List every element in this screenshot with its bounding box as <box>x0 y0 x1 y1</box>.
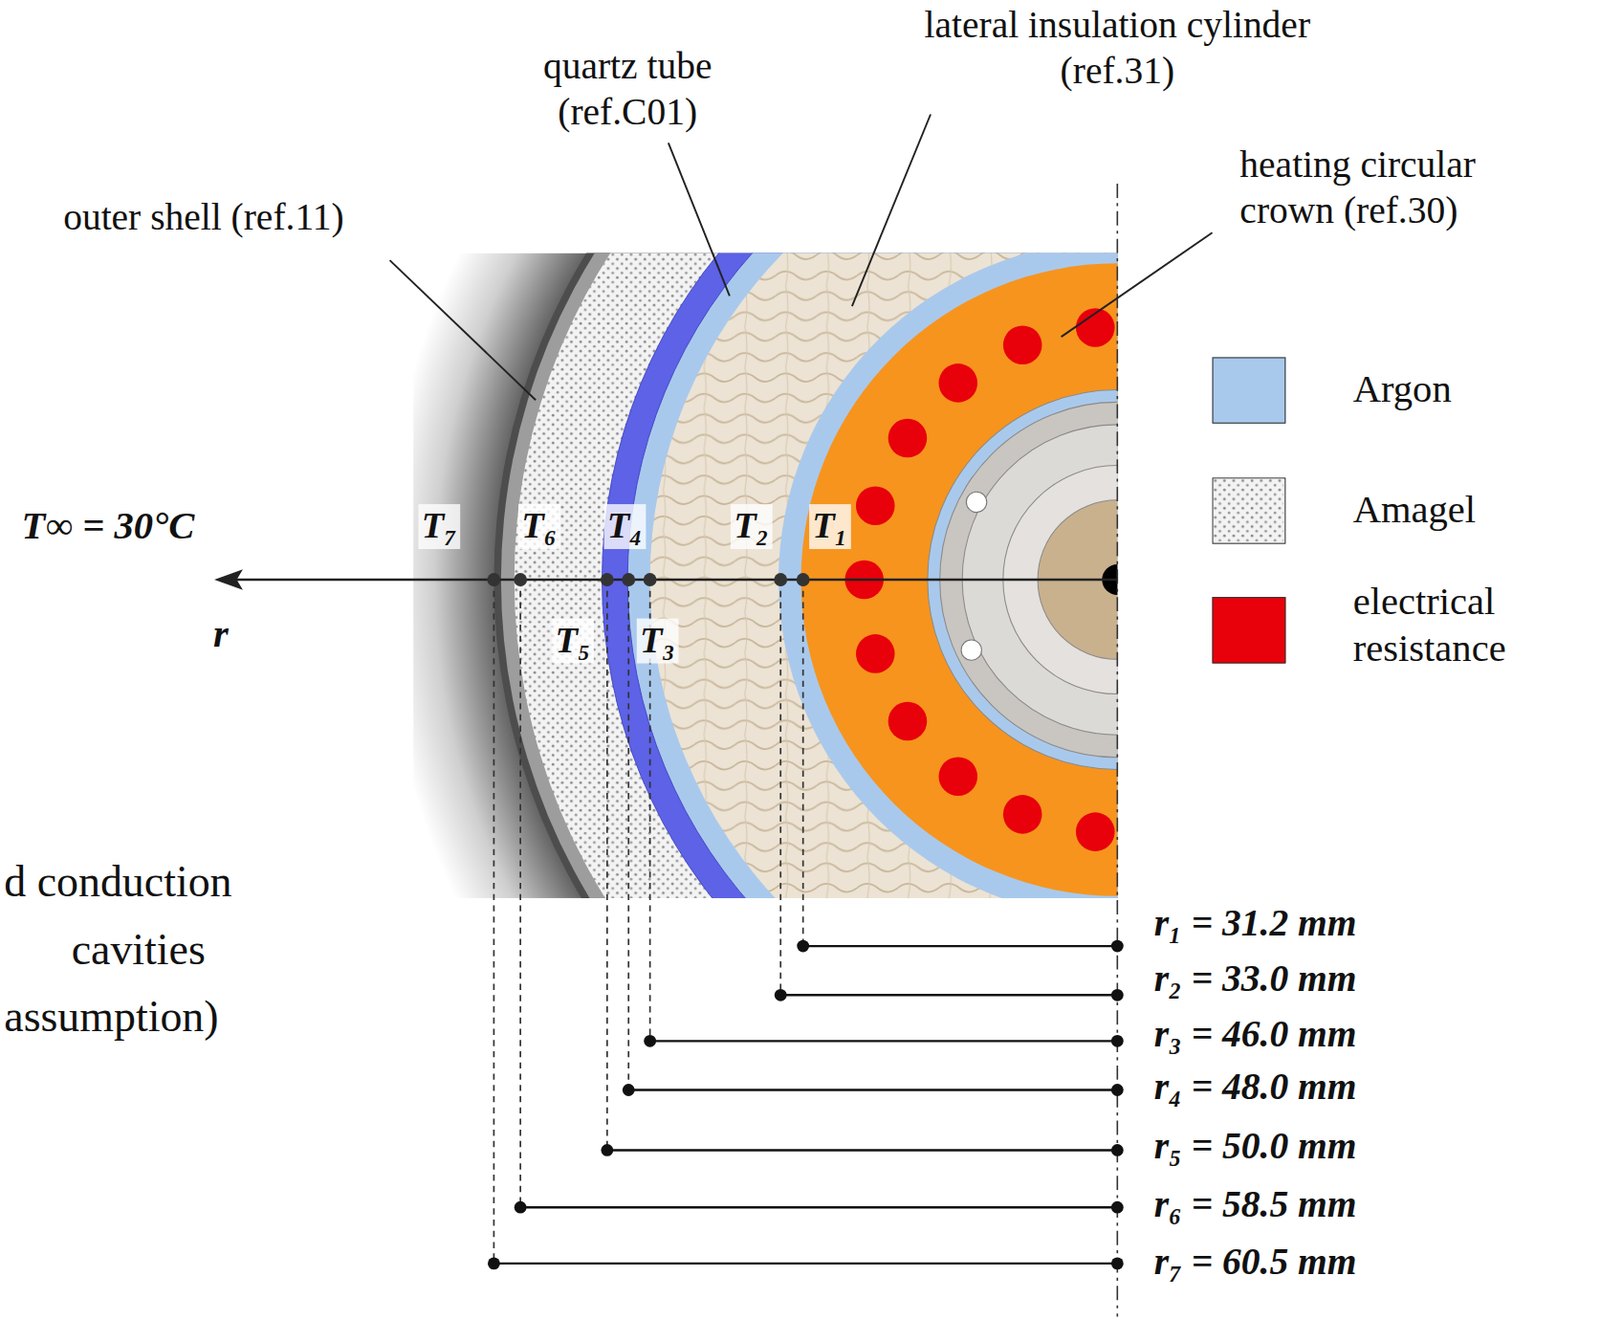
temperature-point: T₆ <box>518 504 560 549</box>
resistance-wire <box>855 485 896 526</box>
measure-point <box>621 572 636 587</box>
axis-arrow <box>214 569 243 590</box>
leader-line <box>668 142 730 296</box>
note-text: d conduction <box>3 854 232 909</box>
legend-swatch <box>1212 596 1287 663</box>
measure-point <box>643 572 658 587</box>
leader-line <box>390 260 537 400</box>
outer-shell <box>493 253 1118 899</box>
legend-swatch <box>1212 356 1287 423</box>
ambient-temperature: T∞ = 30°C <box>18 502 198 549</box>
temperature-point: T₇ <box>417 504 460 549</box>
section-quarter <box>413 253 1118 899</box>
quartz-tube <box>602 253 1118 899</box>
leader-line <box>852 113 931 307</box>
resistance-wire <box>1075 811 1116 852</box>
radial-axis <box>226 578 1118 582</box>
dimension-dot <box>643 1034 657 1048</box>
dimension-dot <box>600 1143 614 1157</box>
part-callout: quartz tube (ref.C01) <box>494 43 760 135</box>
dimension-line <box>803 944 1118 947</box>
dimension-dot <box>1111 940 1124 953</box>
dimension-dot <box>1111 1034 1124 1048</box>
temperature-point: T₂ <box>730 504 772 549</box>
legend-text: Argon <box>1353 365 1452 413</box>
legend-text: electrical resistance <box>1353 577 1588 673</box>
temperature-point: T₄ <box>604 504 646 549</box>
temperature-point: T₅ <box>551 618 593 664</box>
dimension-dot <box>1111 988 1124 1002</box>
dimension-line <box>520 1205 1118 1208</box>
dimension-extension <box>627 579 630 1090</box>
argon-gap <box>778 253 1118 899</box>
dimension-dot <box>1111 1083 1124 1096</box>
measure-point <box>486 572 501 587</box>
dimension-extension <box>802 579 805 946</box>
part-callout: lateral insulation cylinder (ref.31) <box>913 1 1322 94</box>
dimension-dot <box>1111 1256 1124 1270</box>
dimension-dot <box>1111 1143 1124 1157</box>
dimension-dot <box>1111 1201 1124 1214</box>
part-callout: heating circular crown (ref.30) <box>1239 140 1577 233</box>
dimension-dot <box>487 1256 501 1270</box>
insulation-cylinder <box>650 253 1118 899</box>
measure-point <box>796 572 811 587</box>
dimension-line <box>780 993 1118 996</box>
thermocouple-hole <box>965 491 987 512</box>
dimension-dot <box>774 988 788 1002</box>
radius-dimension: r₅ = 50.0 mm <box>1151 1122 1360 1169</box>
dimension-dot <box>514 1201 527 1214</box>
resistance-wire <box>888 418 928 459</box>
note-text: assumption) <box>3 989 219 1044</box>
axis-label: r <box>210 610 232 658</box>
argon-gap <box>627 253 1118 899</box>
dimension-dot <box>622 1083 636 1096</box>
radius-dimension: r₄ = 48.0 mm <box>1151 1063 1360 1110</box>
legend-swatch <box>1212 477 1287 544</box>
measure-point <box>600 572 614 587</box>
dimension-line <box>493 1262 1118 1265</box>
amagel-layer <box>514 253 1118 899</box>
dimension-extension <box>779 579 782 995</box>
part-callout: outer shell (ref.11) <box>63 194 344 241</box>
dimension-extension <box>519 579 522 1207</box>
resistance-wire <box>1003 794 1043 834</box>
dimension-line <box>628 1088 1118 1091</box>
note-text: cavities <box>71 923 206 978</box>
amagel-sample <box>1213 478 1285 542</box>
dimension-dot <box>796 940 810 953</box>
dimension-extension <box>493 579 496 1264</box>
temperature-point: T₃ <box>636 618 679 664</box>
radius-dimension: r₇ = 60.5 mm <box>1151 1237 1360 1284</box>
radius-dimension: r₂ = 33.0 mm <box>1151 955 1360 1002</box>
radius-dimension: r₁ = 31.2 mm <box>1151 899 1360 946</box>
resistance-wire <box>1003 325 1043 365</box>
dimension-extension <box>606 579 609 1150</box>
thermocouple-hole <box>961 639 982 660</box>
legend-text: Amagel <box>1353 485 1476 533</box>
radius-dimension: r₆ = 58.5 mm <box>1151 1180 1360 1227</box>
leader-line <box>1061 232 1213 337</box>
resistance-wire <box>939 363 979 403</box>
resistance-wire <box>939 756 979 796</box>
radius-dimension: r₃ = 46.0 mm <box>1151 1009 1360 1056</box>
resistance-wire <box>888 701 928 742</box>
dimension-line <box>650 1039 1118 1042</box>
temperature-point: T₁ <box>809 504 851 549</box>
measure-point <box>513 572 527 587</box>
outer-shell <box>501 253 1118 899</box>
measure-point <box>773 572 788 587</box>
dimension-line <box>607 1148 1118 1151</box>
resistance-wire <box>855 634 896 674</box>
